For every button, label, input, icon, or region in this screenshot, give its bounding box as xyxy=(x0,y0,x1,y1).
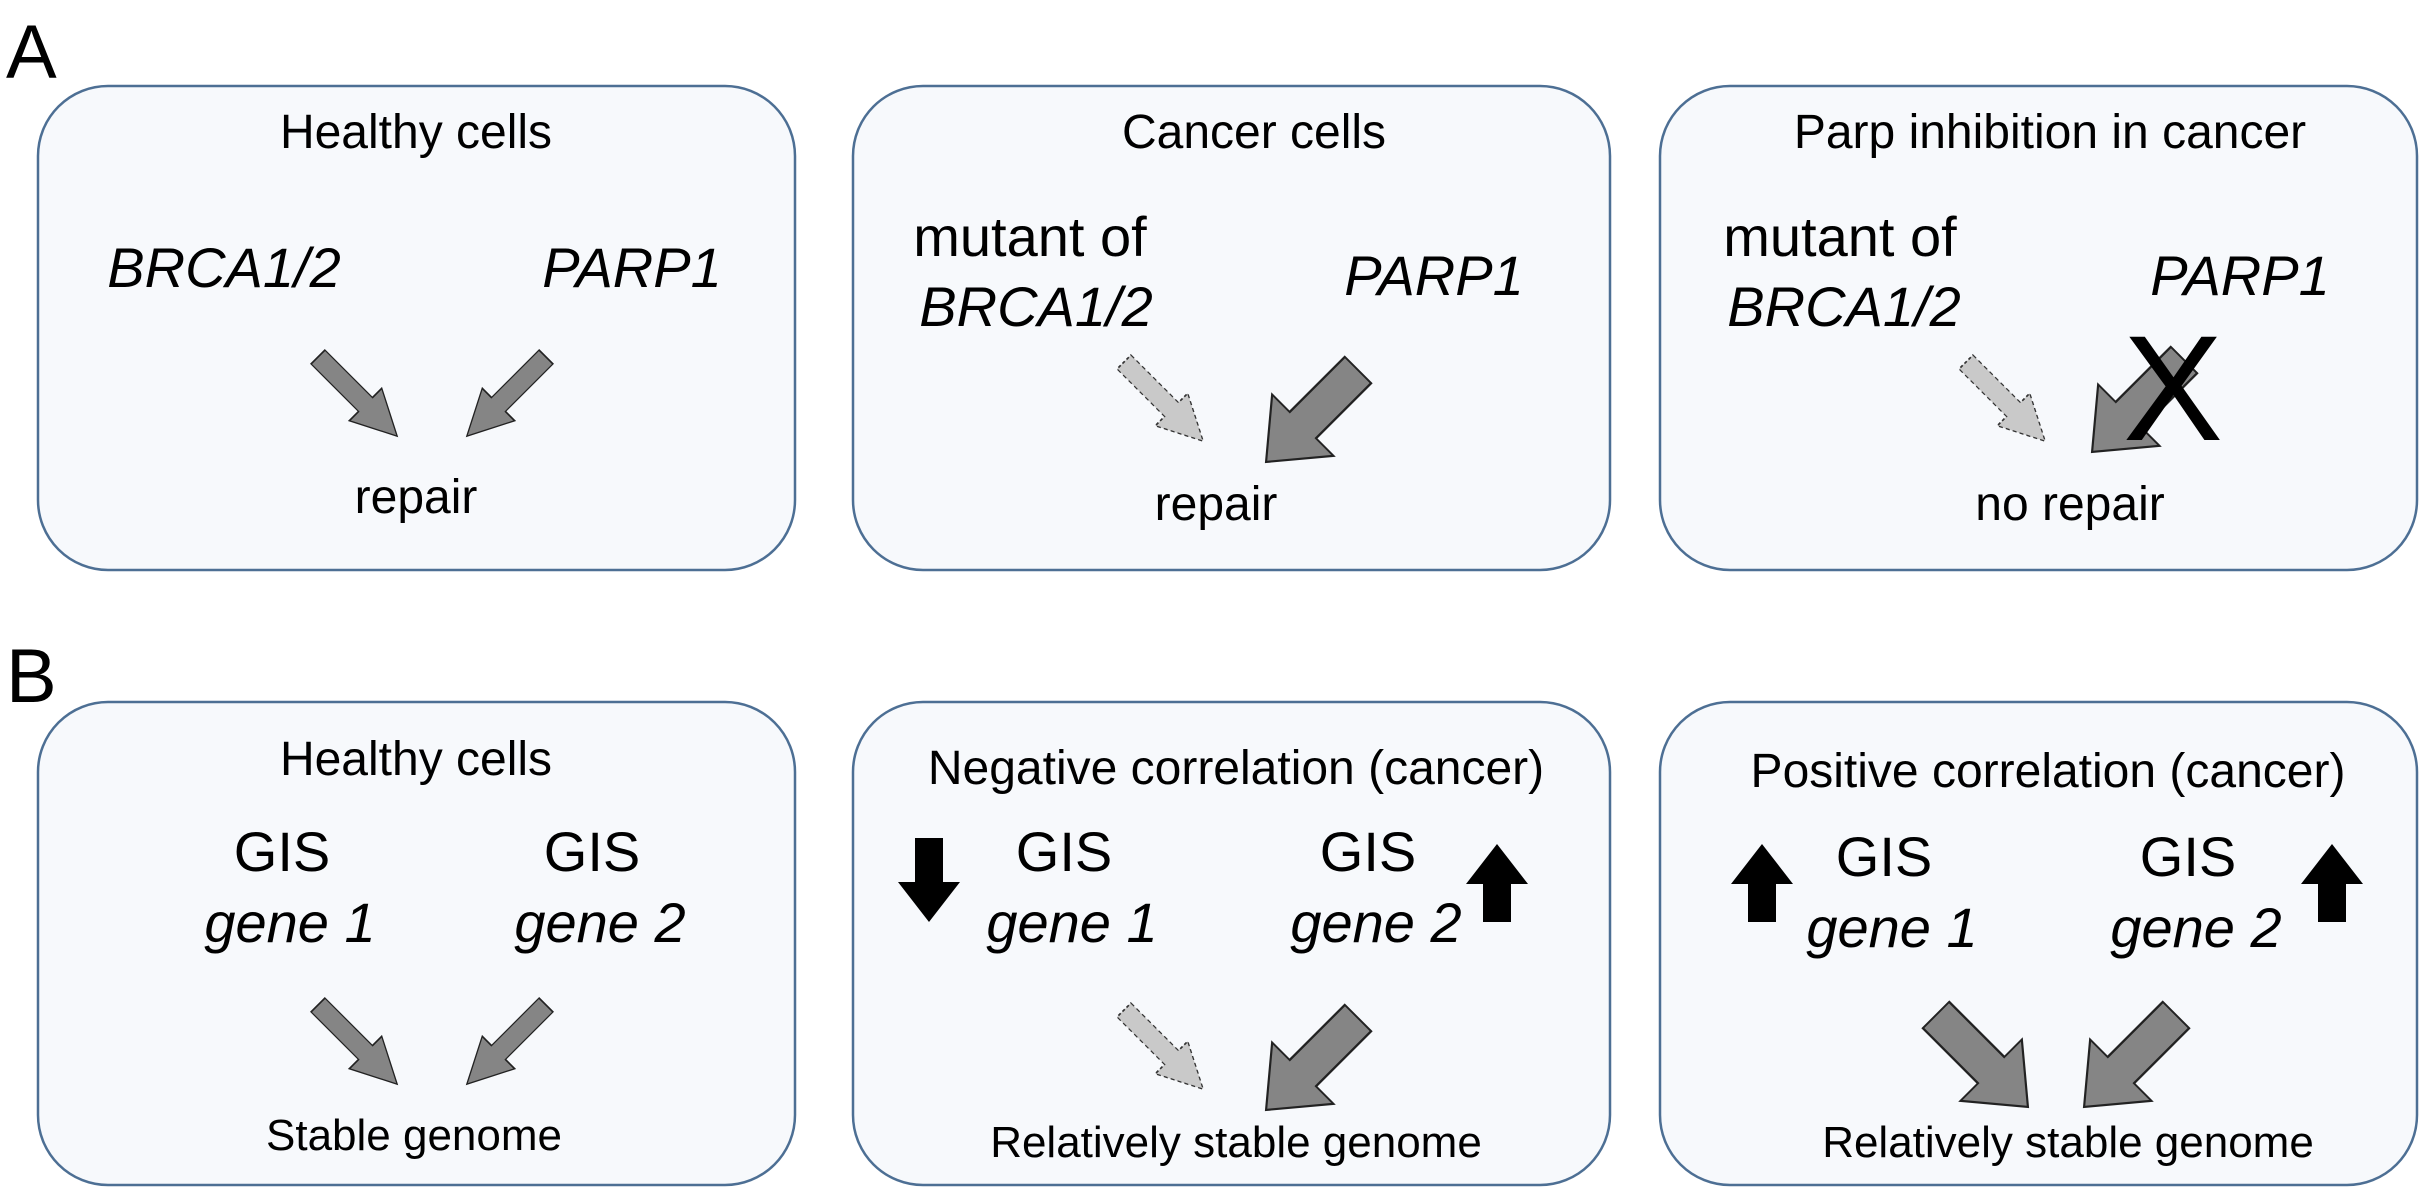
panel-label-b: B xyxy=(6,634,57,719)
inhibition-x-mark: X xyxy=(2123,304,2223,472)
box-frame xyxy=(36,84,797,572)
gene-label-2: gene 2 xyxy=(1290,891,1461,954)
box-title: Cancer cells xyxy=(1122,106,1386,159)
gene-label-2: gene 2 xyxy=(2110,896,2281,959)
outcome-label: no repair xyxy=(1975,478,2164,531)
box-frame xyxy=(1658,700,2419,1187)
gene-label-parp1: PARP1 xyxy=(1344,244,1523,307)
box-a-parp-inhibition: Parp inhibition in cancer mutant of BRCA… xyxy=(1658,84,2419,572)
outcome-label: repair xyxy=(355,471,478,524)
panel-label-a: A xyxy=(6,10,57,95)
box-b-negative-correlation: Negative correlation (cancer) GIS gene 1… xyxy=(851,700,1612,1187)
outcome-label: Stable genome xyxy=(266,1111,562,1160)
box-b-healthy: Healthy cells GIS gene 1 GIS gene 2 Stab… xyxy=(36,700,797,1187)
box-title: Healthy cells xyxy=(280,106,552,159)
mutant-of-label: mutant of xyxy=(913,205,1147,268)
box-frame xyxy=(851,700,1612,1187)
box-title: Healthy cells xyxy=(280,733,552,786)
outcome-label: Relatively stable genome xyxy=(1822,1118,2314,1167)
gene-label-1: gene 1 xyxy=(204,891,375,954)
gene-label-brca: BRCA1/2 xyxy=(919,275,1152,338)
panel-b: Healthy cells GIS gene 1 GIS gene 2 Stab… xyxy=(36,700,2419,1187)
down-arrow-icon xyxy=(898,838,960,922)
gis-label-1: GIS xyxy=(1836,825,1932,888)
gene-label-parp1: PARP1 xyxy=(2150,244,2329,307)
box-b-positive-correlation: Positive correlation (cancer) GIS gene 1… xyxy=(1658,700,2419,1187)
gis-label-1: GIS xyxy=(234,820,330,883)
box-title: Parp inhibition in cancer xyxy=(1794,106,2306,159)
gene-label-brca: BRCA1/2 xyxy=(1727,275,1960,338)
box-a-cancer: Cancer cells mutant of BRCA1/2 PARP1 rep… xyxy=(851,84,1612,572)
box-title: Positive correlation (cancer) xyxy=(1751,745,2346,798)
up-arrow-icon xyxy=(2301,844,2363,922)
gis-label-2: GIS xyxy=(544,820,640,883)
gene-label-1: gene 1 xyxy=(986,891,1157,954)
panel-a: Healthy cells BRCA1/2 PARP1 repair Cance… xyxy=(36,84,2419,572)
gene-label-brca: BRCA1/2 xyxy=(107,236,340,299)
outcome-label: Relatively stable genome xyxy=(990,1118,1482,1167)
box-frame xyxy=(36,700,797,1187)
gis-label-1: GIS xyxy=(1016,820,1112,883)
box-frame xyxy=(851,84,1612,572)
box-title: Negative correlation (cancer) xyxy=(928,742,1544,795)
up-arrow-icon xyxy=(1466,844,1528,922)
up-arrow-icon xyxy=(1731,844,1793,922)
box-frame xyxy=(1658,84,2419,572)
box-a-healthy: Healthy cells BRCA1/2 PARP1 repair xyxy=(36,84,797,572)
gene-label-2: gene 2 xyxy=(514,891,685,954)
gene-label-1: gene 1 xyxy=(1806,896,1977,959)
gis-label-2: GIS xyxy=(2140,825,2236,888)
mutant-of-label: mutant of xyxy=(1723,205,1957,268)
gene-label-parp1: PARP1 xyxy=(542,236,721,299)
outcome-label: repair xyxy=(1155,478,1278,531)
gis-label-2: GIS xyxy=(1320,820,1416,883)
